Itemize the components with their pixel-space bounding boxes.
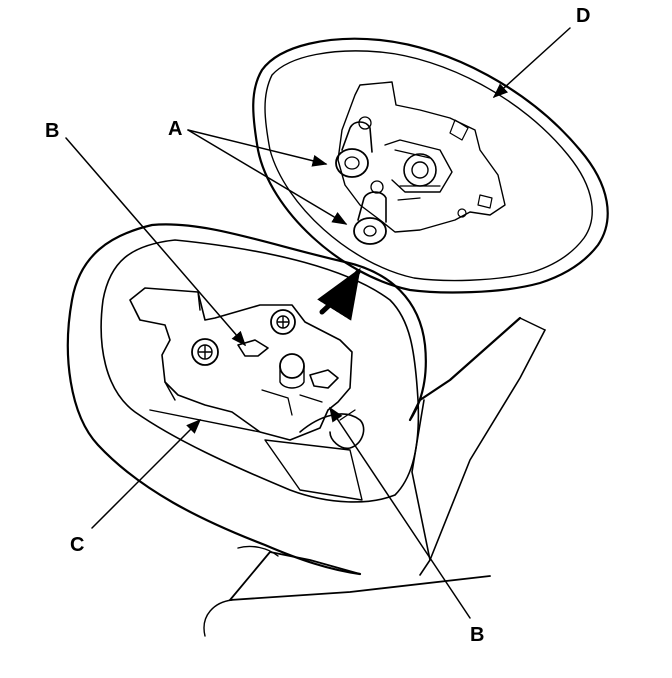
callout-b-lower: B [470, 624, 484, 646]
leader-lines [65, 27, 571, 619]
callout-b-upper: B [45, 120, 59, 142]
callout-a: A [168, 118, 182, 140]
mirror-holder [252, 37, 609, 294]
mirror-actuator [129, 287, 365, 450]
curved-arrow-icon [317, 267, 361, 321]
callout-d: D [576, 5, 590, 27]
mirror-housing [66, 223, 546, 637]
callout-c: C [70, 534, 84, 556]
